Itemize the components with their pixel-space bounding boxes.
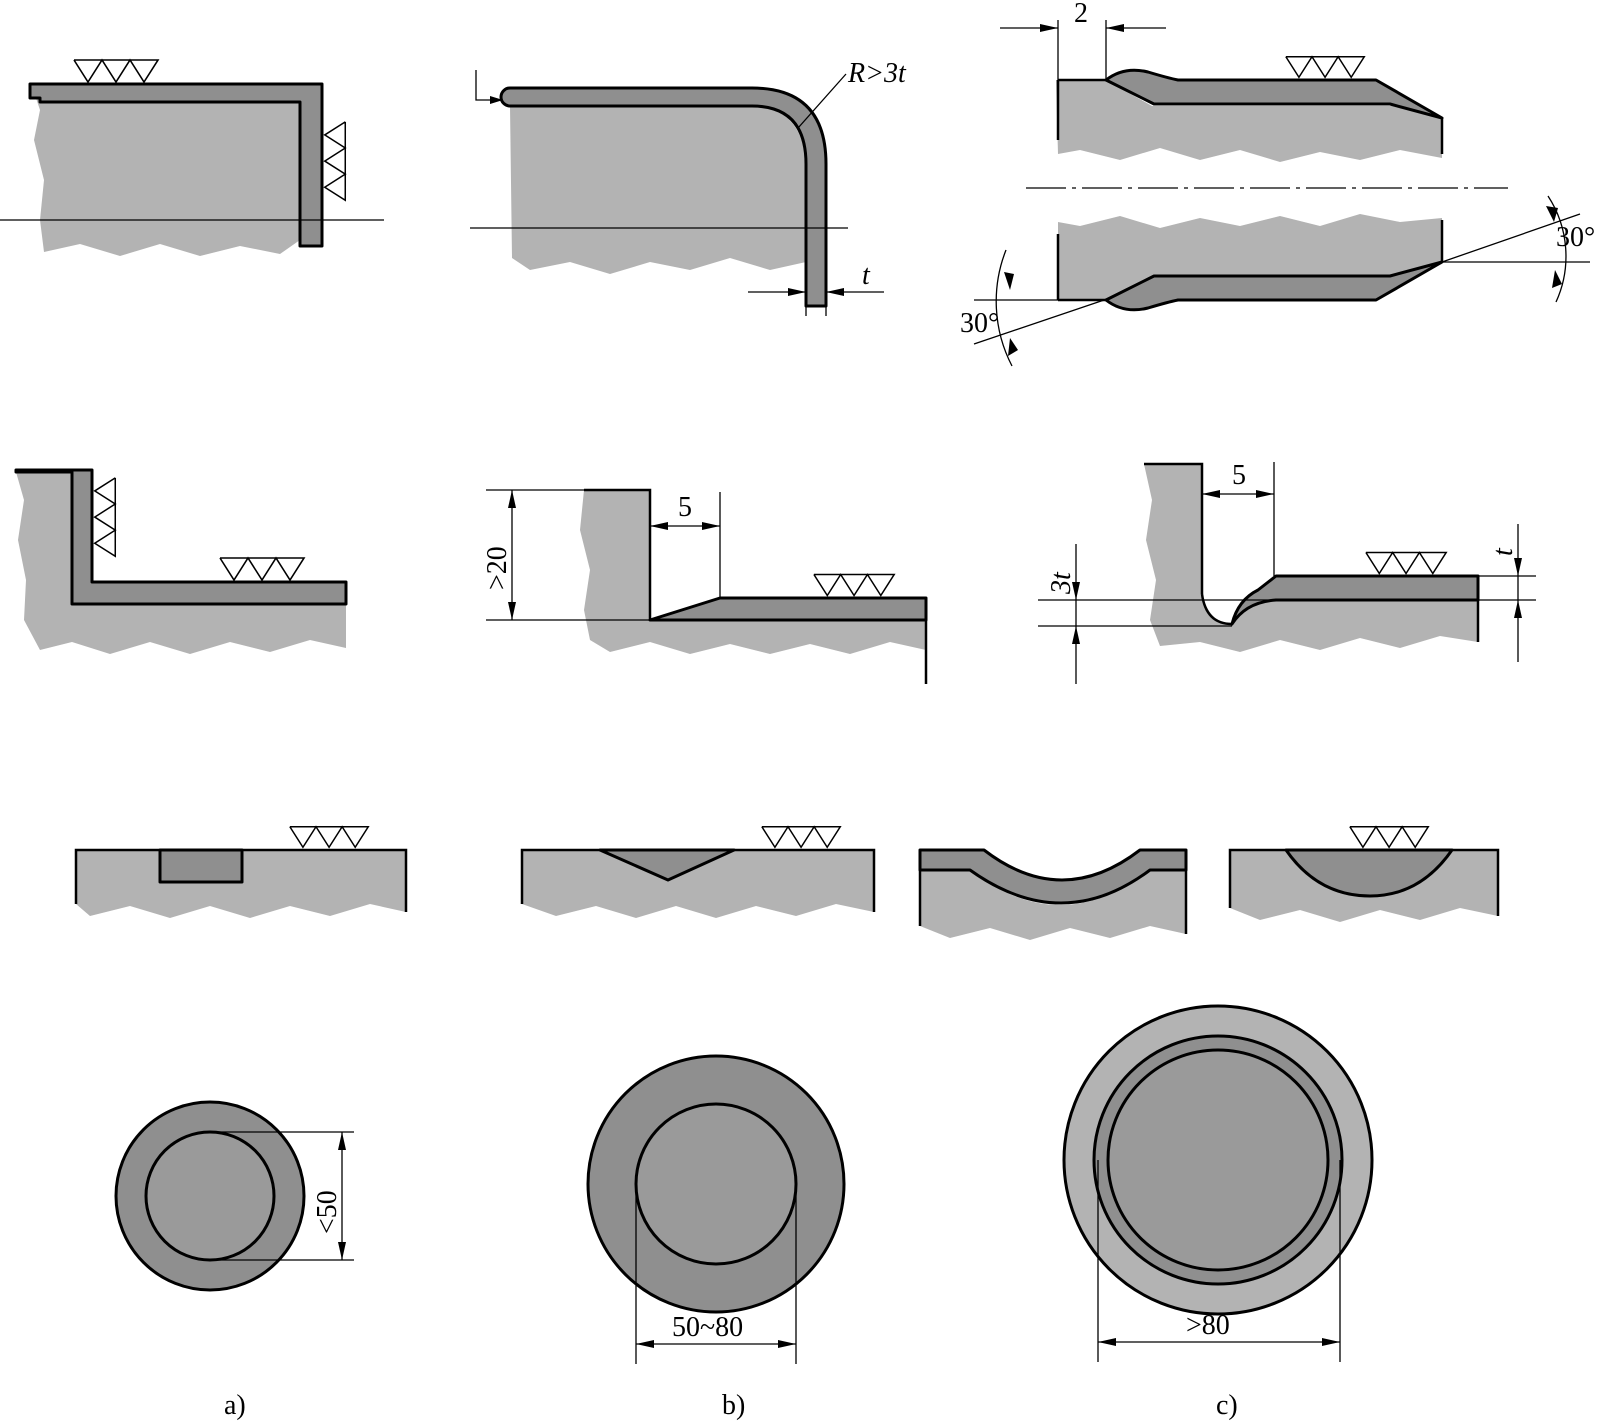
caption-a: a) [224, 1390, 246, 1421]
bend-thickness-label: t [862, 260, 871, 291]
roughness-symbol-icon [761, 825, 842, 849]
roughness-symbol-icon [93, 477, 117, 558]
undercut-depth-label: 3t [1046, 571, 1077, 595]
figure-a-row2-inside-corner [14, 468, 348, 654]
height-dimension-label: >20 [482, 546, 513, 590]
figure-b-circle: 50~80 [586, 1054, 846, 1364]
roughness-symbol-icon [289, 825, 370, 849]
right-chamfer-angle-label: 30° [1556, 222, 1595, 253]
figure-b-row1-rounded-edge: R>3t t [470, 58, 907, 316]
caption-b: b) [722, 1390, 745, 1421]
circle-c-dimension-label: >80 [1186, 1310, 1230, 1341]
coating-thickness-label: t [1488, 547, 1519, 556]
undercut-width-label: 5 [1232, 460, 1246, 491]
roughness-symbol-icon [813, 573, 895, 597]
figure-a-row1-corner [0, 59, 384, 256]
figure-c-row1-chamfered-shaft: 2 30° 30° [960, 0, 1595, 367]
step-width-label: 5 [678, 492, 692, 523]
left-chamfer-angle-label: 30° [960, 308, 999, 339]
circle-b-dimension-label: 50~80 [672, 1312, 743, 1343]
offset-dimension-label: 2 [1074, 0, 1088, 29]
roughness-symbol-icon [323, 121, 347, 202]
caption-c: c) [1216, 1390, 1238, 1421]
figure-a-row3-rect-groove [74, 825, 408, 918]
figure-b-row2-taper-step: >20 5 [482, 488, 928, 684]
roughness-symbol-icon [219, 557, 305, 581]
figure-a-circle: <50 [114, 1100, 354, 1292]
roughness-symbol-icon [1285, 55, 1366, 79]
bend-radius-label: R>3t [847, 58, 907, 89]
roughness-symbol-icon [1349, 825, 1430, 849]
roughness-symbol-icon [1365, 551, 1447, 575]
figure-c-row3-concave-coated [918, 848, 1188, 940]
figure-b-row3-v-groove [520, 825, 876, 918]
circle-a-dimension-label: <50 [312, 1190, 343, 1234]
figure-c-row2-undercut: 5 3t t [1038, 460, 1536, 684]
figure-c-circle: >80 [1062, 1004, 1374, 1362]
figure-c-row3-shallow-dish [1228, 825, 1500, 922]
roughness-symbol-icon [73, 59, 159, 83]
